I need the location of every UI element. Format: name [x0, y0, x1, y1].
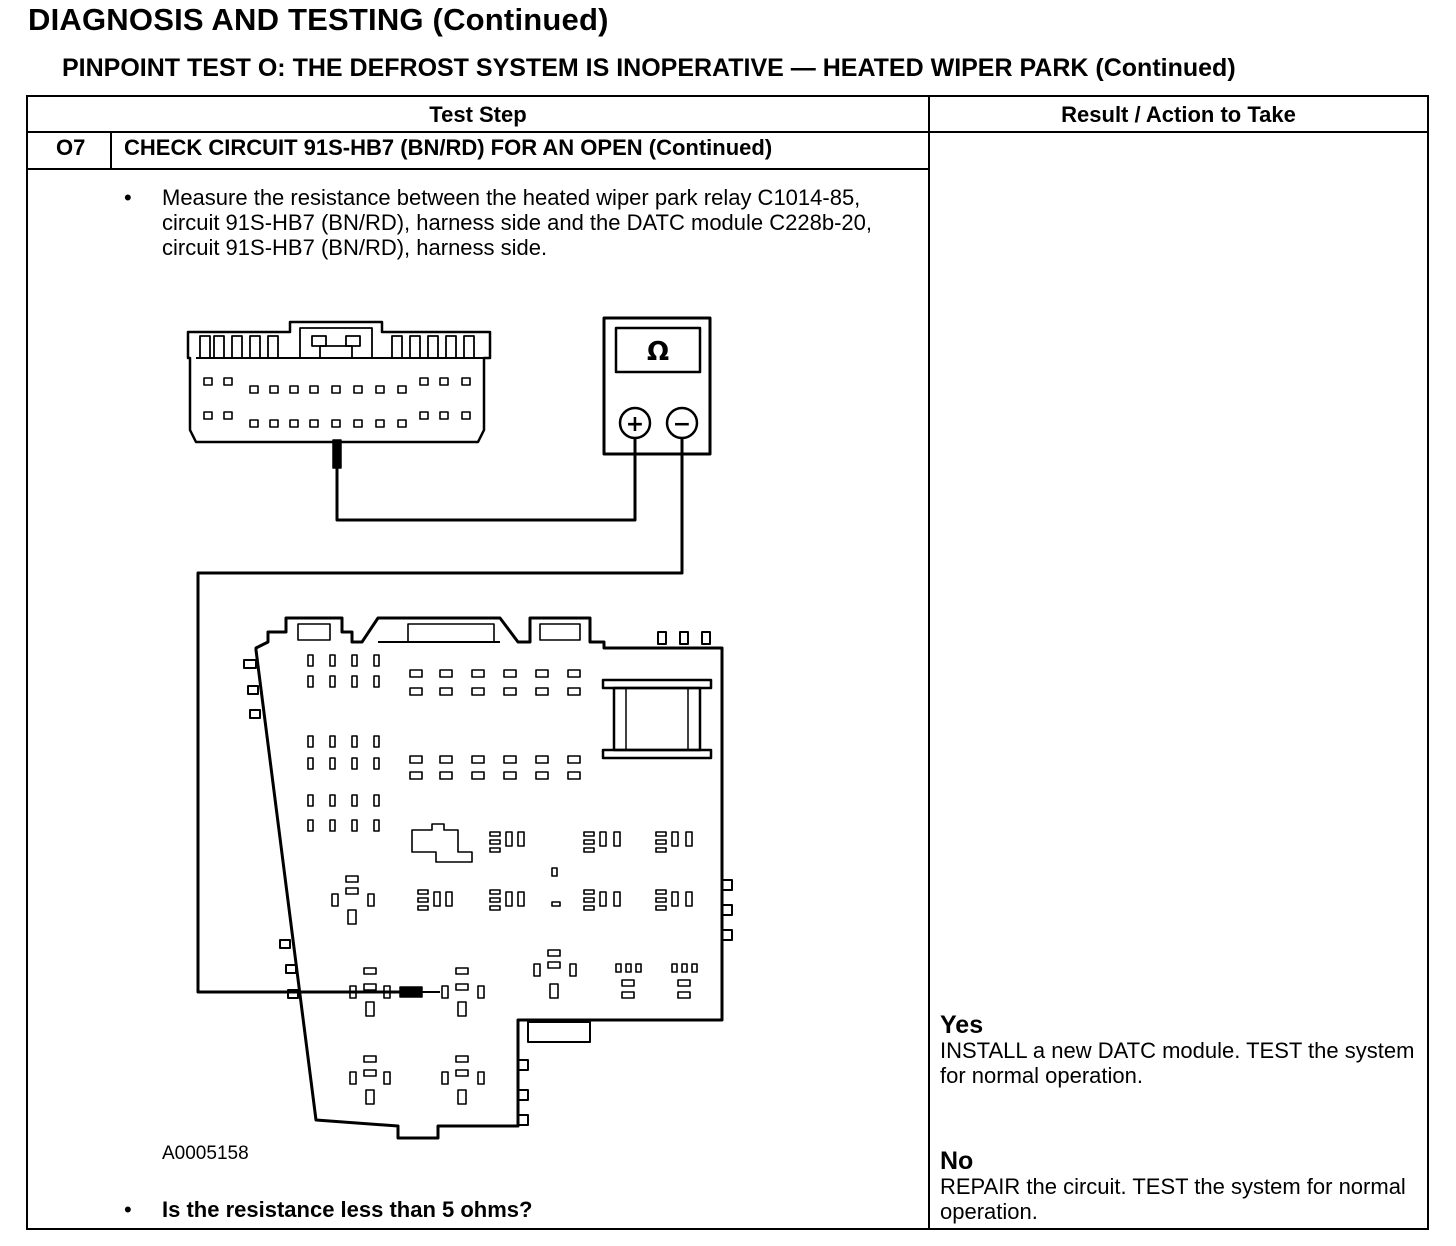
- negative-test-lead: [196, 438, 684, 994]
- pinpoint-test-table: Test Step Result / Action to Take O7 CHE…: [26, 95, 1429, 1230]
- minus-terminal-icon: −: [673, 412, 691, 437]
- instruction-text: Measure the resistance between the heate…: [162, 185, 873, 260]
- figure-id: A0005158: [162, 1143, 249, 1164]
- column-divider: [928, 97, 930, 1228]
- question-bullet: •: [124, 1197, 132, 1222]
- instruction-bullet: •: [124, 185, 132, 210]
- ohm-symbol: Ω: [647, 337, 669, 367]
- datc-connector-c228b: [243, 616, 733, 1140]
- result-no-text: REPAIR the circuit. TEST the system for …: [940, 1174, 1406, 1224]
- column-header-test-step: Test Step: [429, 102, 527, 127]
- pinpoint-test-title: PINPOINT TEST O: THE DEFROST SYSTEM IS I…: [62, 54, 1236, 82]
- header-divider: [28, 131, 1427, 133]
- result-yes-text: INSTALL a new DATC module. TEST the syst…: [940, 1038, 1415, 1088]
- result-yes-label: Yes: [940, 1011, 984, 1039]
- step-id: O7: [56, 135, 86, 160]
- page-title: DIAGNOSIS AND TESTING (Continued): [28, 2, 609, 37]
- plus-terminal-icon: +: [626, 412, 644, 437]
- positive-test-lead: [335, 438, 637, 522]
- result-no-label: No: [940, 1147, 974, 1175]
- step-id-divider: [110, 133, 112, 169]
- column-header-result: Result / Action to Take: [1061, 102, 1296, 127]
- relay-connector-c1014: [186, 320, 492, 469]
- step-row-divider: [28, 168, 928, 170]
- step-question: Is the resistance less than 5 ohms?: [162, 1197, 533, 1222]
- step-title: CHECK CIRCUIT 91S-HB7 (BN/RD) FOR AN OPE…: [124, 135, 773, 160]
